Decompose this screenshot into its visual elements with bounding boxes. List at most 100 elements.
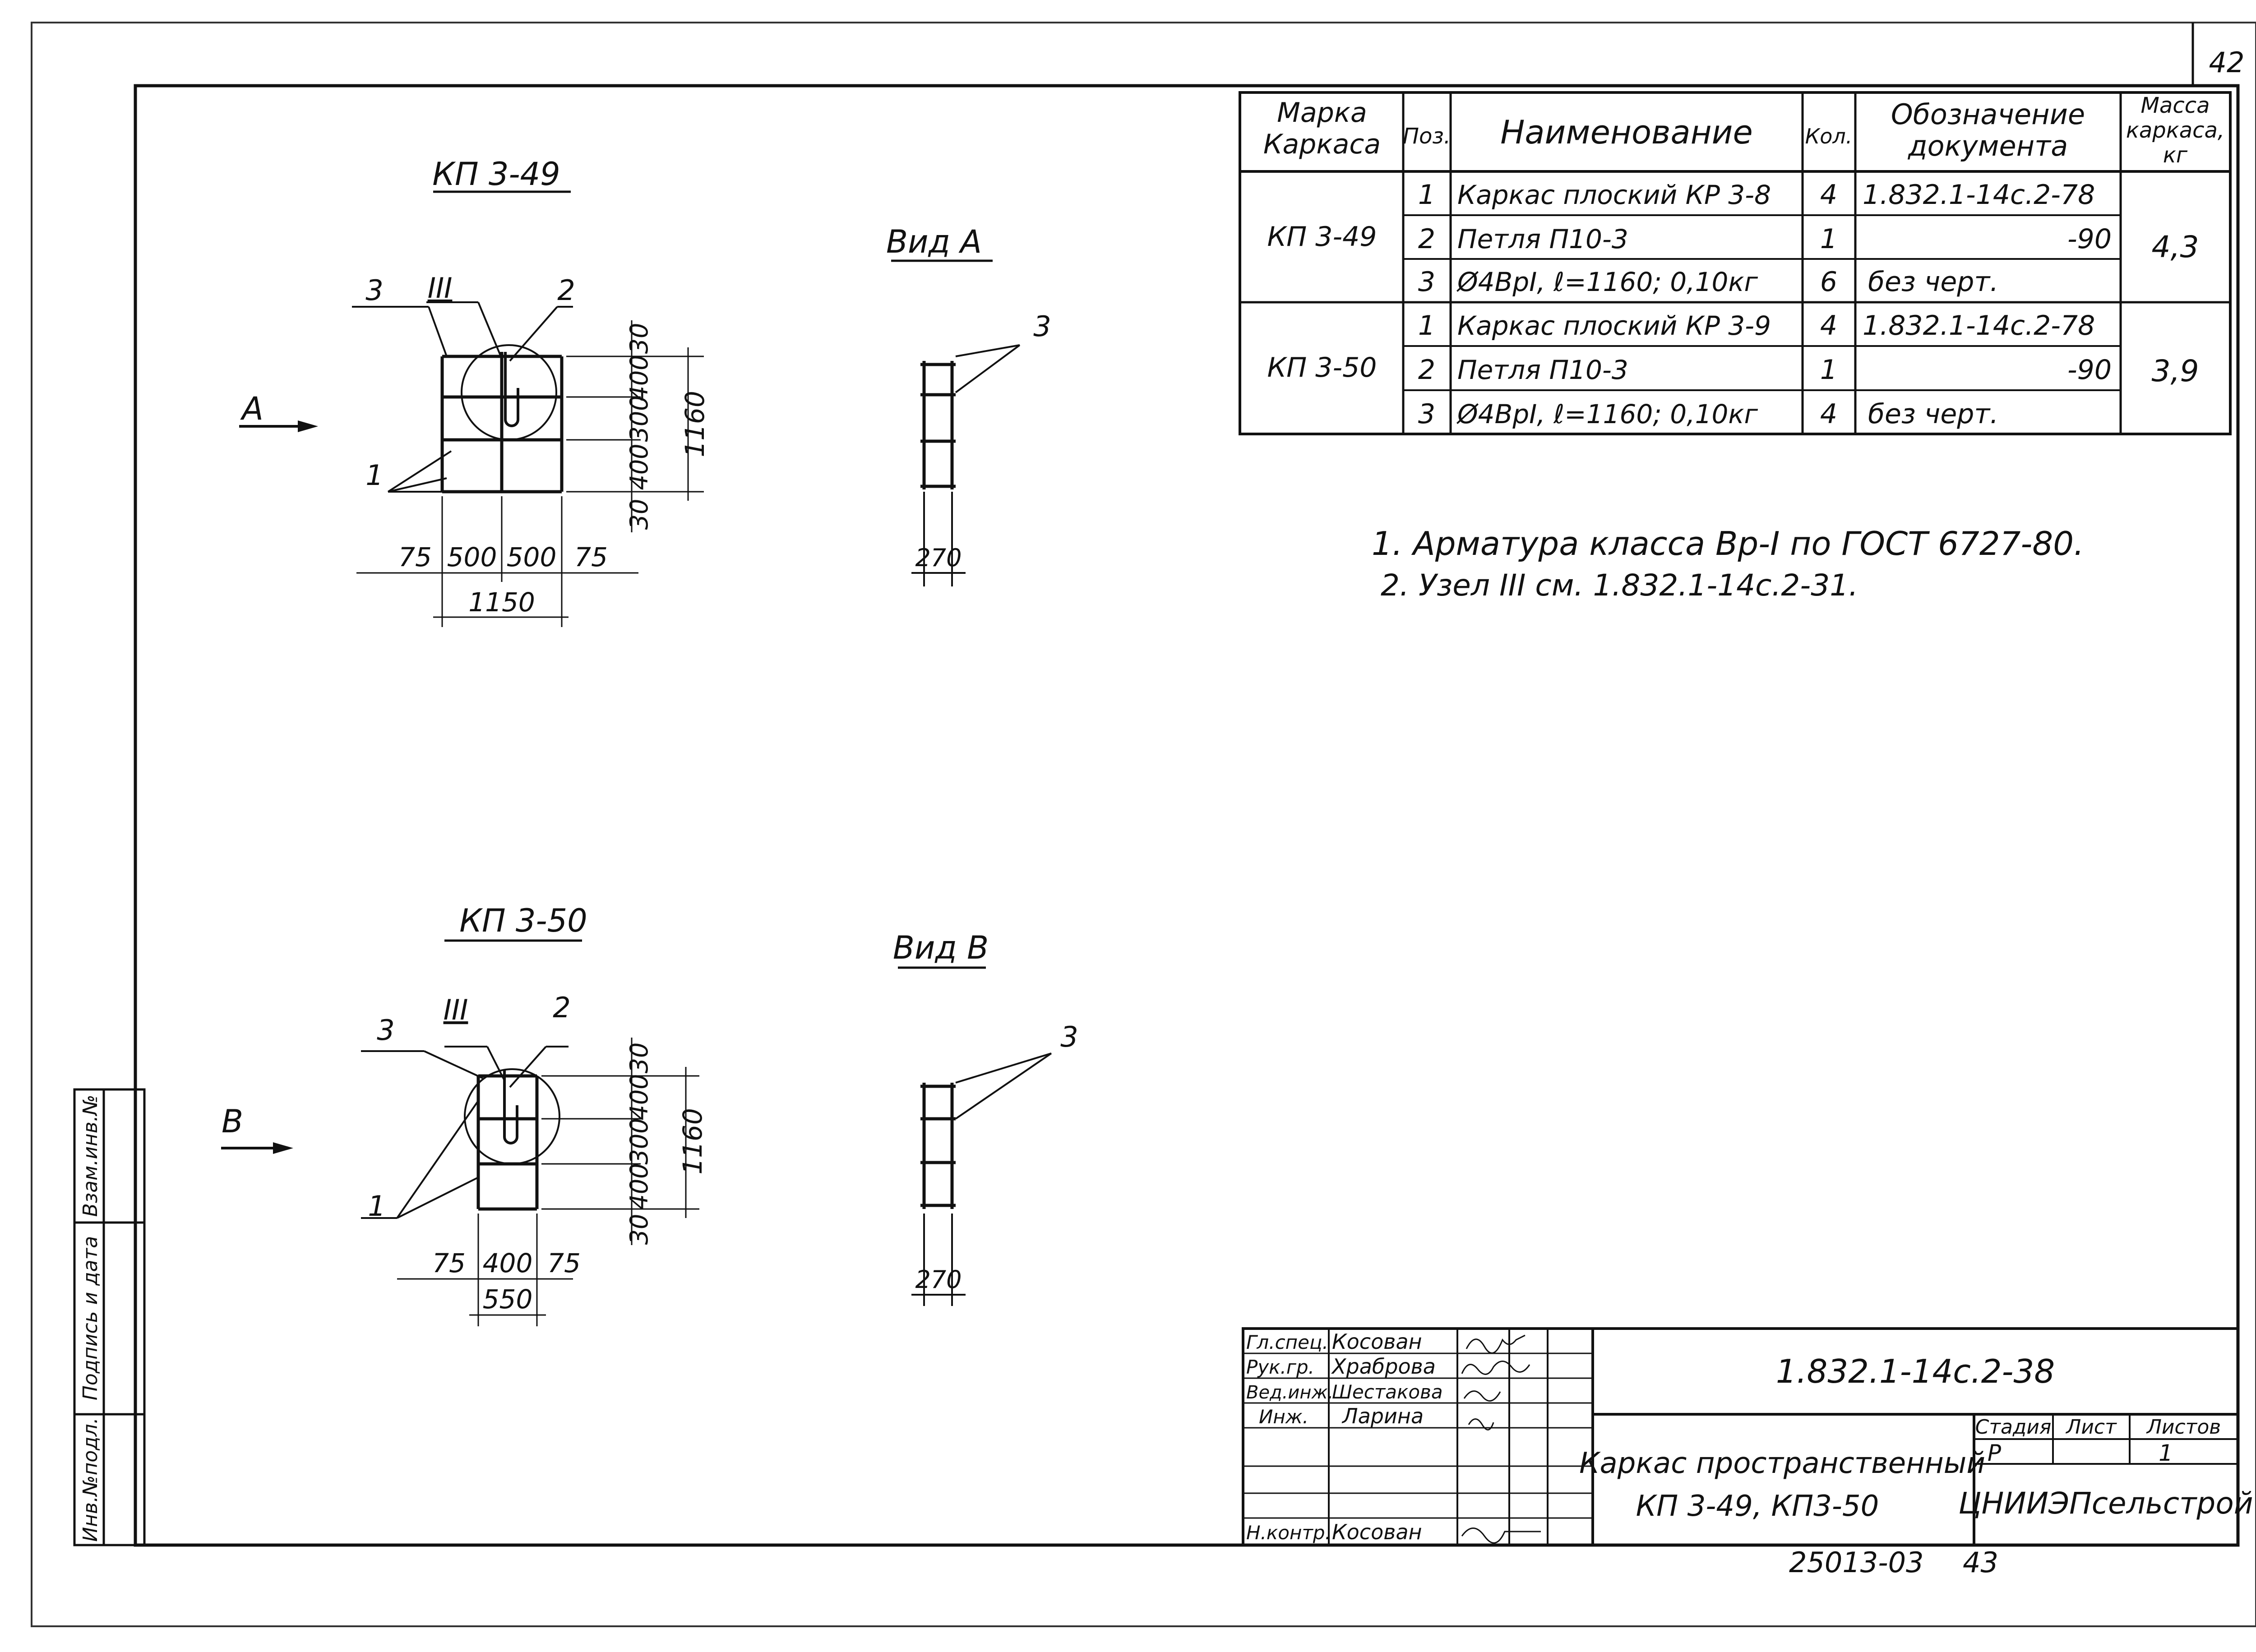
dim-total: 550: [483, 1284, 533, 1315]
side-stamp: Инв.№подл. Подпись и дата Взам.инв.№: [73, 1088, 146, 1546]
drawing-frame: [134, 84, 2240, 1547]
dim-height: 1160: [680, 391, 710, 457]
header-pos: Поз.: [1403, 124, 1451, 149]
page-number-box: 42: [2191, 23, 2245, 86]
drawing-kp3-49: КП 3-49 3 III: [239, 156, 710, 627]
spec-group-kp3-49: КП 3-49 4,3 1 Каркас плоский КР 3-8 4 1.…: [1267, 179, 2199, 298]
dim-v-3: 300: [625, 1118, 653, 1164]
group-mark: КП 3-49: [1267, 221, 1377, 253]
arrow-label: А: [240, 390, 264, 427]
view-title: Вид В: [893, 929, 989, 966]
dim-v-2: 400: [625, 355, 653, 401]
note-1: 1. Арматура класса Вр-I по ГОСТ 6727-80.: [1372, 525, 2084, 563]
row-doc: без черт.: [1868, 398, 1998, 430]
dim-v-1: 30: [625, 323, 653, 354]
person-name: Шестакова: [1332, 1381, 1443, 1403]
dim-h-1: 75: [398, 542, 432, 572]
row-qty: 1: [1820, 223, 1837, 255]
table-row: 3 Ø4ВрI, ℓ=1160; 0,10кг 6 без черт.: [1418, 266, 1998, 298]
row-doc: -90: [2067, 223, 2112, 255]
sheets-value: 1: [2159, 1440, 2173, 1466]
person-row: Гл.спец. Косован: [1246, 1329, 1422, 1354]
view-leader: 3: [1033, 310, 1051, 343]
view-width: 270: [915, 1265, 962, 1294]
dim-v-5: 30: [625, 1214, 653, 1245]
drawing-title: КП 3-49: [432, 156, 560, 193]
spec-group-kp3-50: КП 3-50 3,9 1 Каркас плоский КР 3-9 4 1.…: [1267, 310, 2199, 430]
organization: ЦНИИЭПсельстрой: [1958, 1486, 2253, 1521]
dim-v-2: 400: [625, 1074, 653, 1120]
view-a: Вид А 3 270: [886, 223, 1051, 586]
row-pos: 1: [1418, 310, 1435, 341]
node-III: III: [444, 993, 468, 1026]
stage-value: Р: [1988, 1440, 2002, 1466]
person-name: Косован: [1332, 1329, 1422, 1354]
person-role: Н.контр.: [1246, 1522, 1331, 1544]
leader-3: 3: [377, 1014, 394, 1047]
header-qty: Кол.: [1805, 124, 1853, 148]
view-arrow-b: В: [221, 1103, 293, 1154]
row-qty: 4: [1820, 398, 1837, 430]
view-width: 270: [915, 544, 962, 572]
row-name: Каркас плоский КР 3-9: [1457, 310, 1771, 341]
note-2: 2. Узел III см. 1.832.1-14с.2-31.: [1381, 568, 1858, 603]
dim-v-3: 300: [625, 395, 653, 442]
dim-height: 1160: [677, 1108, 708, 1175]
dim-h-2: 400: [483, 1248, 533, 1278]
header-mass-line1: Масса: [2140, 93, 2210, 118]
stage-label: Стадия: [1975, 1416, 2052, 1439]
archive-page: 43: [1963, 1546, 1998, 1579]
view-title: Вид А: [886, 223, 982, 260]
group-mark: КП 3-50: [1267, 352, 1377, 383]
dim-v-4: 400: [625, 1163, 653, 1209]
row-doc: без черт.: [1868, 266, 1998, 298]
view-arrow-a: А: [239, 390, 318, 432]
leader-2: 2: [557, 274, 575, 307]
dim-v-4: 400: [625, 443, 653, 490]
group-mass: 4,3: [2152, 230, 2199, 264]
row-qty: 4: [1820, 310, 1837, 341]
outer-border: [31, 22, 2256, 1627]
dim-h-4: 75: [574, 542, 608, 572]
row-name: Каркас плоский КР 3-8: [1457, 180, 1771, 210]
person-name: Косован: [1332, 1520, 1422, 1544]
row-doc: 1.832.1-14с.2-78: [1863, 179, 2095, 211]
person-role: Вед.инж.: [1246, 1382, 1333, 1403]
spec-table: [1239, 91, 2232, 435]
row-qty: 1: [1820, 354, 1837, 386]
row-doc: 1.832.1-14с.2-78: [1863, 310, 2095, 341]
dim-v-5: 30: [625, 499, 653, 530]
view-leader: 3: [1060, 1020, 1078, 1053]
person-role: Инж.: [1259, 1406, 1308, 1428]
notes: 1. Арматура класса Вр-I по ГОСТ 6727-80.…: [1372, 525, 2084, 603]
archive-code: 25013-03 43: [1789, 1546, 1998, 1579]
side-stamp-col2: Подпись и дата: [79, 1236, 102, 1400]
row-doc: -90: [2067, 354, 2112, 386]
sheet-label: Лист: [2065, 1416, 2117, 1439]
title-block: [1242, 1327, 2239, 1546]
person-row: Инж. Ларина: [1259, 1404, 1424, 1428]
row-name: Ø4ВрI, ℓ=1160; 0,10кг: [1456, 399, 1758, 429]
page-number: 42: [2209, 46, 2245, 79]
arrow-label: В: [222, 1103, 243, 1140]
document-code: 1.832.1-14с.2-38: [1776, 1352, 2055, 1390]
header-mark-line1: Марка: [1277, 97, 1367, 129]
view-b: Вид В 3 270: [893, 929, 1078, 1306]
row-qty: 6: [1820, 266, 1837, 298]
drawing-kp3-50: КП 3-50 3 III 2 1: [221, 902, 708, 1326]
dim-h-1: 75: [432, 1248, 466, 1278]
document-title-line1: Каркас пространственный: [1579, 1447, 1985, 1480]
drawing-title: КП 3-50: [459, 902, 587, 939]
table-row: 1 Каркас плоский КР 3-8 4 1.832.1-14с.2-…: [1418, 179, 2095, 211]
row-pos: 2: [1418, 223, 1435, 255]
node-III: III: [428, 272, 453, 305]
row-name: Ø4ВрI, ℓ=1160; 0,10кг: [1456, 267, 1758, 297]
dim-h-2: 500: [447, 542, 497, 572]
leader-2: 2: [553, 991, 570, 1024]
spec-table-headers: Марка Каркаса Поз. Наименование Кол. Обо…: [1263, 93, 2224, 168]
row-pos: 3: [1418, 398, 1435, 430]
leader-1: 1: [365, 459, 383, 492]
table-row: 3 Ø4ВрI, ℓ=1160; 0,10кг 4 без черт.: [1418, 398, 1998, 430]
header-mass-line3: кг: [2163, 143, 2188, 168]
